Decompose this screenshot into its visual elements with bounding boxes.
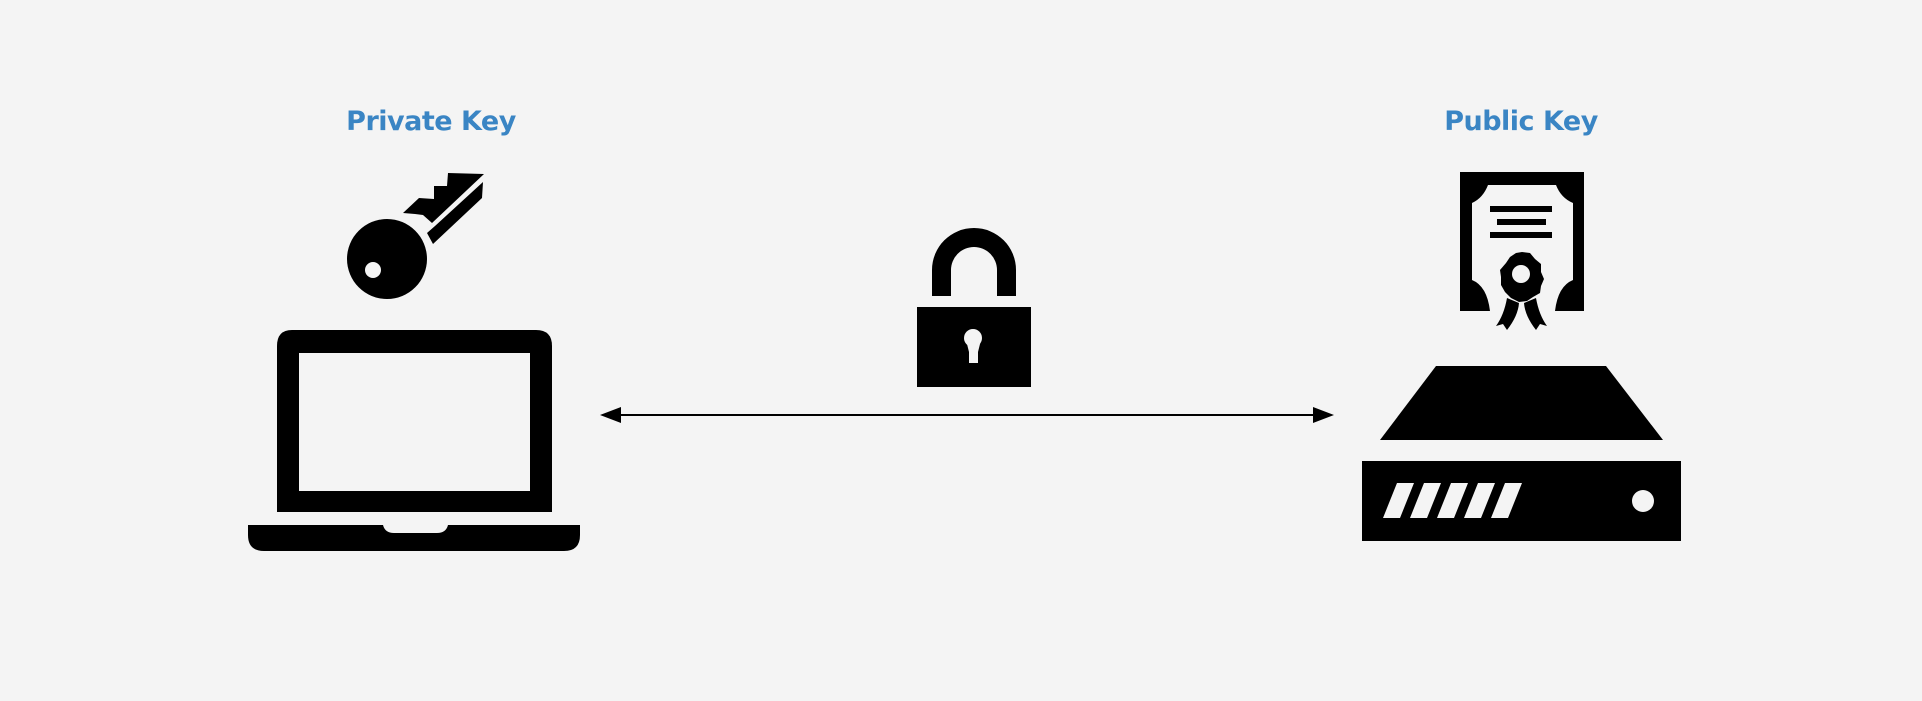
private-key-label: Private Key	[346, 106, 516, 137]
bidirectional-arrow	[600, 407, 1334, 423]
certificate-icon	[1460, 172, 1584, 330]
key-icon	[347, 173, 484, 299]
server-icon	[1362, 366, 1681, 541]
padlock-icon	[917, 228, 1031, 387]
laptop-icon	[248, 330, 580, 551]
public-key-label: Public Key	[1444, 106, 1598, 137]
